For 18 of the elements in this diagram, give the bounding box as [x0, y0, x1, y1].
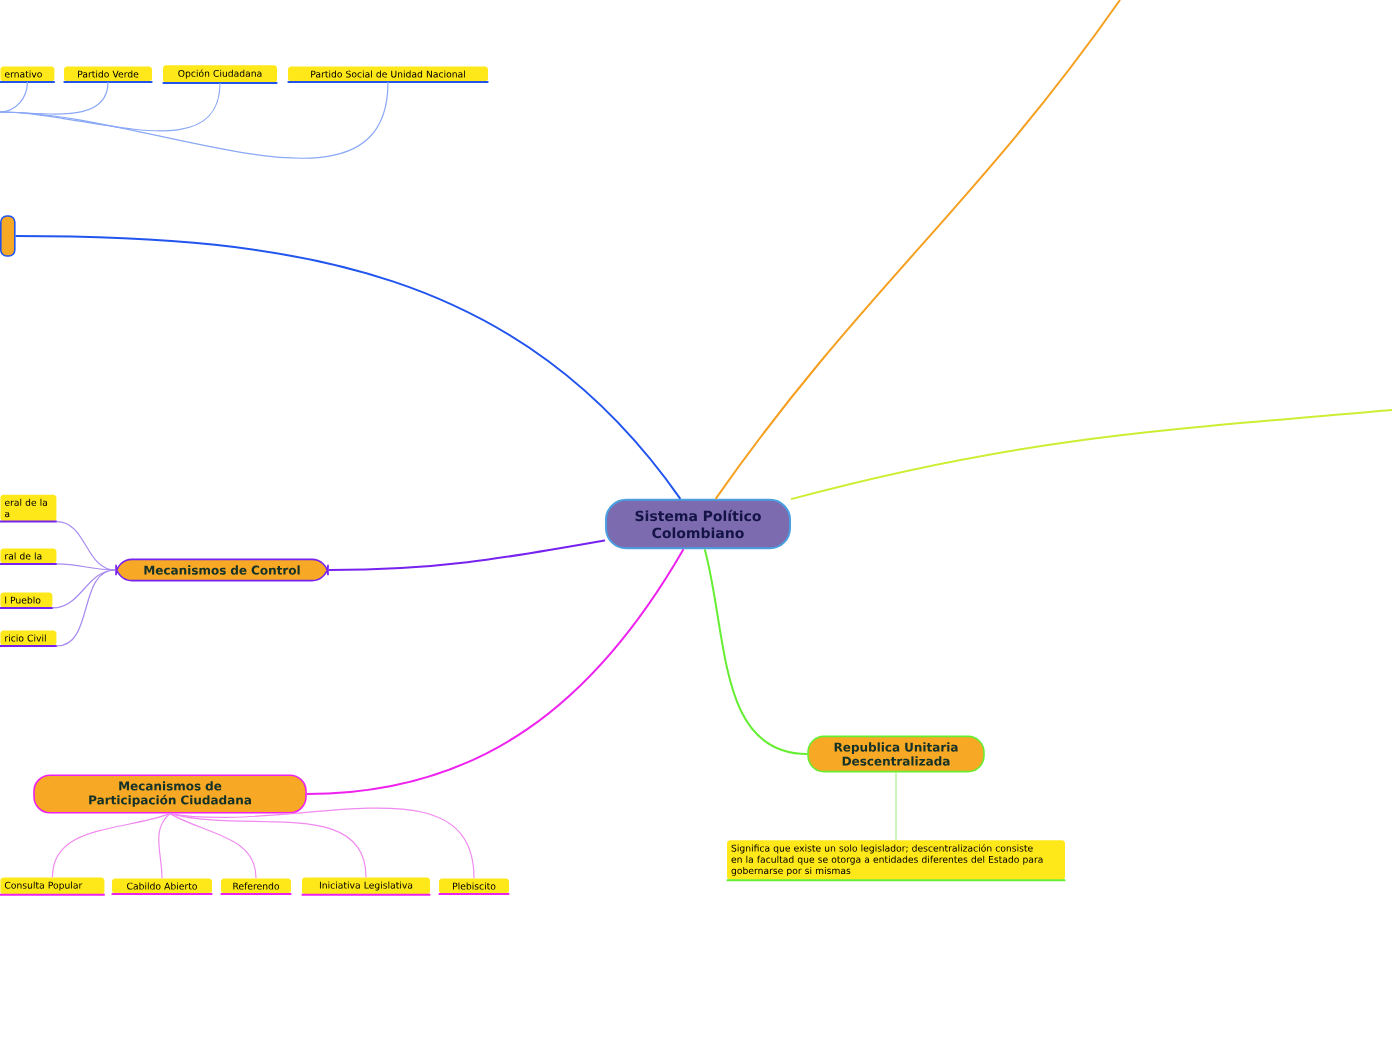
connector-line — [169, 813, 367, 878]
connector-line — [169, 807, 475, 879]
topic-box — [0, 215, 16, 257]
connector-line — [714, 0, 1121, 500]
connector-line — [56, 569, 116, 647]
connector-line — [56, 563, 116, 571]
connector-line — [790, 409, 1392, 501]
connector-line — [305, 548, 685, 795]
connector-line — [0, 81, 389, 159]
connector-line — [703, 548, 809, 755]
connector-line — [51, 813, 171, 878]
connector-line — [158, 813, 171, 879]
connector-line — [52, 569, 116, 609]
connector-line — [169, 813, 257, 879]
connector-line — [14, 235, 682, 500]
connector-line — [327, 539, 606, 571]
connector-line — [0, 81, 28, 113]
connector-line — [895, 771, 897, 841]
